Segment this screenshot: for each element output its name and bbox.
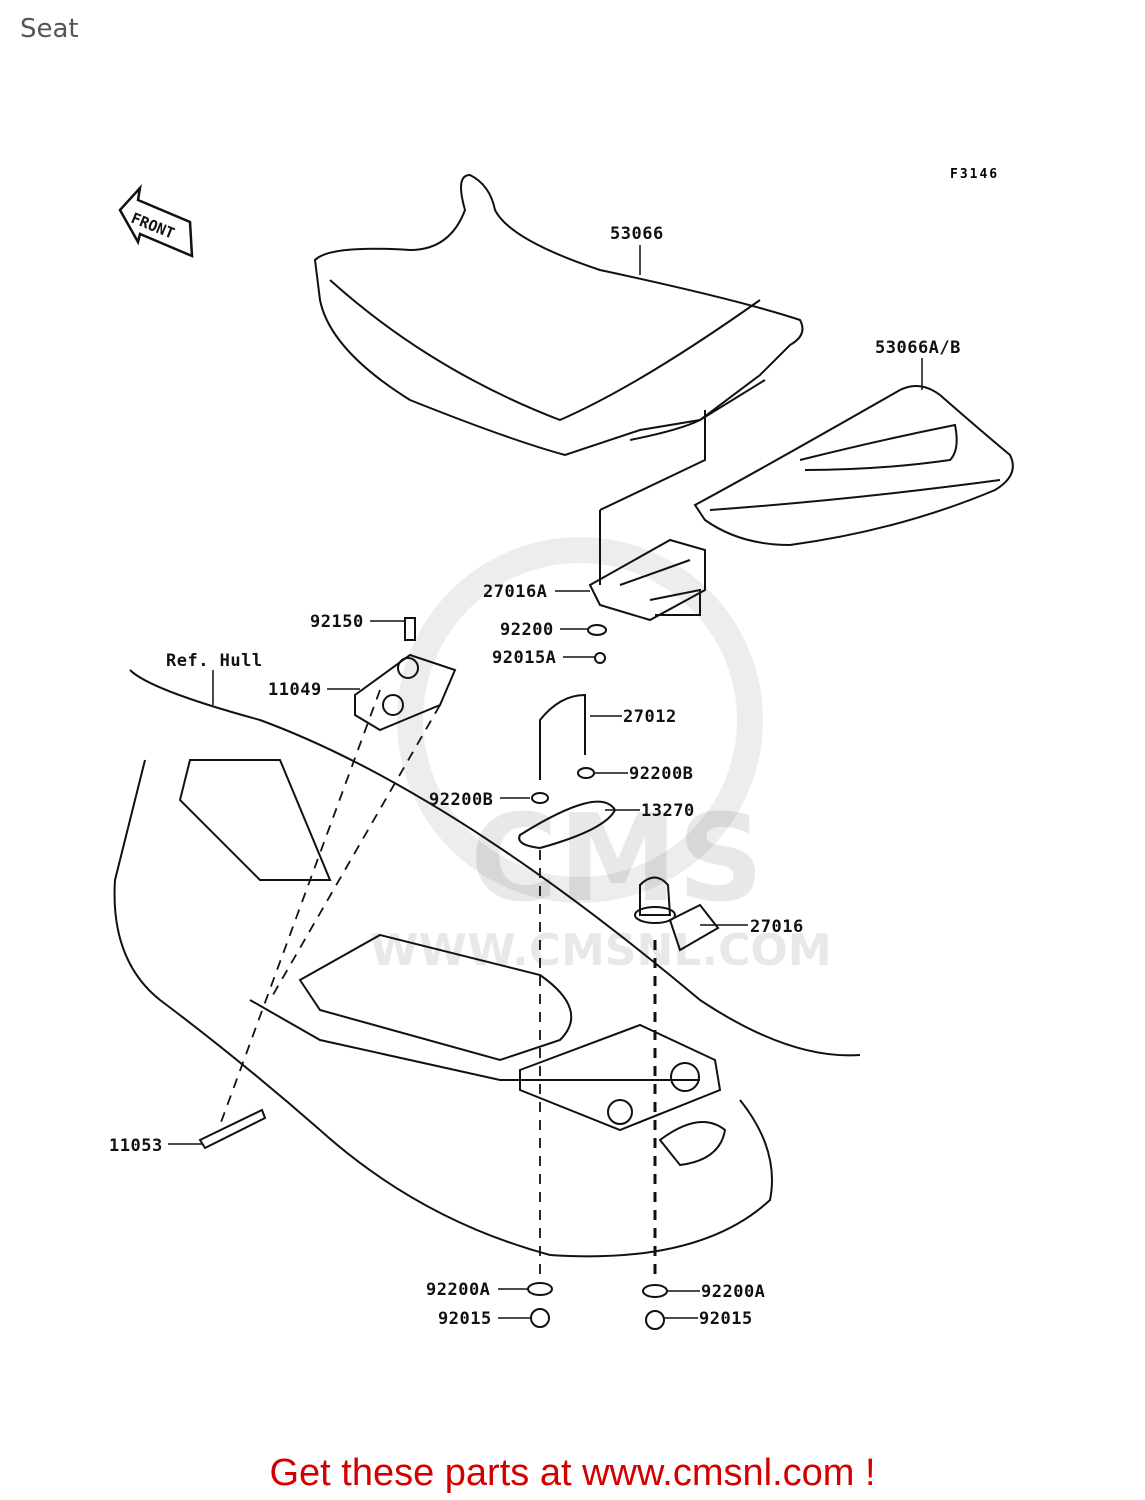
- washer-drawing: [587, 624, 607, 636]
- label-92200a-left: 92200A: [426, 1280, 491, 1300]
- hook-drawing: [588, 410, 706, 622]
- label-ref-hull: Ref. Hull: [166, 651, 263, 671]
- label-11053: 11053: [109, 1136, 163, 1156]
- page-title: Seat: [20, 14, 79, 44]
- watermark-logo: [397, 537, 763, 903]
- label-92150: 92150: [310, 612, 364, 632]
- hull-drawing: [113, 669, 861, 1258]
- label-92015-right: 92015: [699, 1309, 753, 1329]
- plate-drawing: [518, 800, 617, 850]
- label-27012: 27012: [623, 707, 677, 727]
- figure-code: F3146: [950, 167, 1000, 182]
- seat-front-drawing: [313, 173, 804, 457]
- label-27016a: 27016A: [483, 582, 548, 602]
- seat-rear-drawing: [693, 385, 1014, 547]
- label-92015a: 92015A: [492, 648, 557, 668]
- u-bolt-drawing: [539, 693, 586, 780]
- label-53066ab: 53066A/B: [875, 338, 961, 358]
- front-arrow-icon: FRONT: [118, 184, 194, 258]
- latch-drawing: [634, 876, 720, 952]
- label-92200: 92200: [500, 620, 554, 640]
- strap-drawing: [198, 1108, 267, 1150]
- label-13270: 13270: [641, 801, 695, 821]
- label-27016: 27016: [750, 917, 804, 937]
- label-92015-left: 92015: [438, 1309, 492, 1329]
- label-11049: 11049: [268, 680, 322, 700]
- footer-link[interactable]: Get these parts at www.cmsnl.com !: [269, 1452, 876, 1494]
- label-92200a-right: 92200A: [701, 1282, 766, 1302]
- watermark-brand: CMS: [470, 790, 764, 929]
- label-92200b-left: 92200B: [429, 790, 494, 810]
- label-92200b-right: 92200B: [629, 764, 694, 784]
- nut-drawing: [594, 652, 606, 664]
- label-53066: 53066: [610, 224, 664, 244]
- bolt-drawing: [404, 617, 416, 641]
- watermark-url: WWW.CMSNL.COM: [370, 925, 832, 976]
